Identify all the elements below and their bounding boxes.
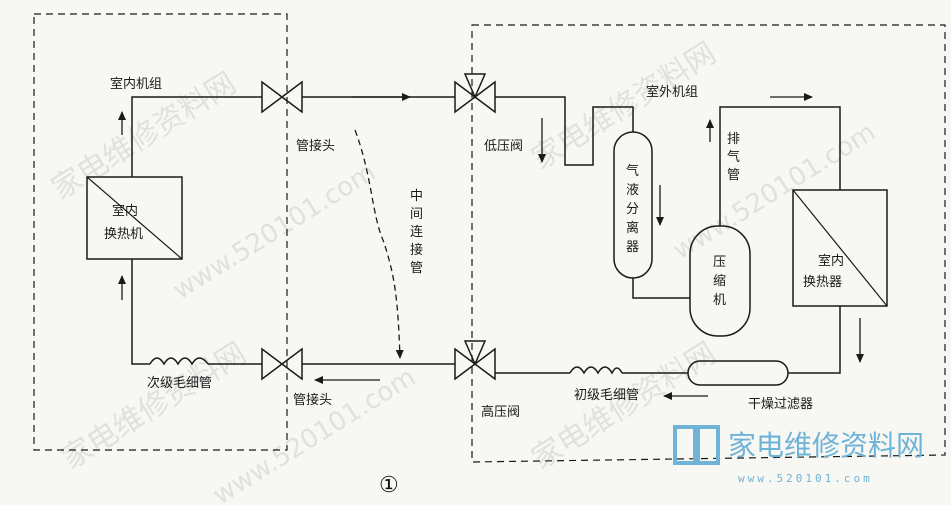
exhaust-pipe-label: 排 气 管 (727, 132, 740, 183)
separator-char: 器 (626, 240, 639, 255)
pipe-joint-top-icon (261, 80, 303, 114)
separator-char: 离 (626, 220, 639, 236)
outdoor-unit-label: 室外机组 (646, 84, 698, 100)
pipe-condenser-out (788, 306, 841, 374)
middle-pipe-char: 间 (410, 207, 423, 222)
low-pressure-valve-icon (454, 73, 496, 114)
figure-number: ① (379, 473, 399, 498)
compressor-char: 压 (713, 255, 726, 270)
compressor-char: 缩 (713, 273, 726, 289)
pipe-separator-compressor (632, 278, 690, 299)
outdoor-unit-boundary (471, 24, 946, 463)
compressor-char: 机 (713, 293, 726, 308)
logo-text: 家电维修资料网 (728, 429, 924, 462)
middle-pipe-char: 接 (410, 242, 423, 258)
indoor-unit-boundary (33, 13, 288, 451)
indoor-unit-label: 室内机组 (110, 76, 162, 92)
pipe-indoor-bottom (131, 259, 150, 365)
outdoor-hx-label-2: 换热器 (803, 275, 842, 290)
high-pressure-valve-label: 高压阀 (481, 404, 520, 420)
pipe-discharge (719, 106, 841, 226)
pipe-joint-top-label: 管接头 (296, 138, 335, 154)
logo-icon (673, 425, 697, 465)
secondary-capillary-coil (149, 357, 209, 366)
secondary-capillary-label: 次级毛细管 (147, 375, 212, 391)
high-pressure-valve-icon (454, 340, 496, 381)
pipe-indoor-top (131, 96, 262, 177)
hx-diagonal (792, 189, 888, 307)
watermark-text: 家电维修资料网 (56, 336, 253, 477)
separator-char: 气 (626, 163, 639, 179)
middle-pipe-char: 连 (410, 224, 423, 240)
outdoor-hx-label-1: 室内 (818, 253, 844, 269)
exhaust-pipe-char: 气 (727, 149, 740, 165)
exhaust-pipe-char: 管 (727, 168, 740, 183)
watermark-text: 家电维修资料网 (526, 336, 723, 477)
separator-label: 气 液 分 离 器 (626, 163, 639, 255)
indoor-hx-label-1: 室内 (112, 203, 138, 219)
indoor-hx-label-2: 换热机 (104, 227, 143, 242)
primary-capillary-coil (569, 366, 623, 375)
separator-char: 液 (626, 183, 639, 198)
middle-pipe-char: 管 (410, 261, 423, 276)
watermark-url: www.520101.com (668, 117, 881, 266)
dry-filter-label: 干燥过滤器 (748, 397, 813, 412)
low-pressure-valve-label: 低压阀 (484, 139, 523, 154)
middle-pipe-label: 中 间 连 接 管 (410, 189, 423, 276)
pipe-suction (495, 96, 634, 166)
logo-url: www.520101.com (738, 472, 873, 485)
separator-char: 分 (626, 202, 639, 217)
pipe-joint-bottom-label: 管接头 (293, 392, 332, 408)
pipe-joint-bottom-icon (261, 347, 303, 381)
middle-pipe-char: 中 (410, 189, 423, 204)
middle-pipe-arrow (354, 129, 404, 359)
watermark-url: www.520101.com (168, 157, 381, 306)
exhaust-pipe-char: 排 (727, 132, 740, 147)
indoor-heat-exchanger (86, 176, 183, 260)
site-logo: 家电维修资料网 www.520101.com (673, 425, 924, 485)
logo-icon (696, 425, 720, 465)
primary-capillary-label: 初级毛细管 (574, 388, 639, 403)
hx-diagonal (86, 176, 183, 260)
compressor-label: 压 缩 机 (713, 255, 726, 308)
